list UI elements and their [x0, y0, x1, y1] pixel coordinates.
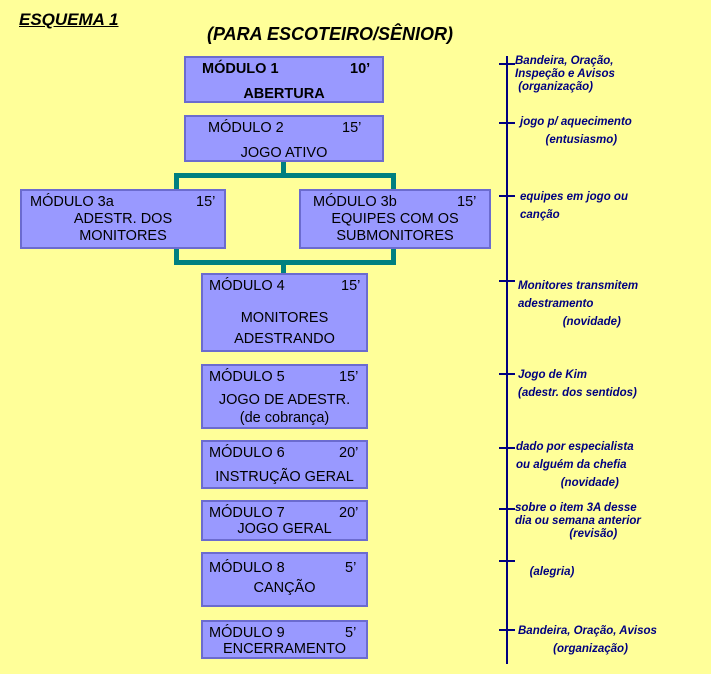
- module-7-minutes: 20’: [339, 505, 359, 521]
- module-3b-box: MÓDULO 3b 15’ EQUIPES COM OS SUBMONITORES: [299, 189, 491, 249]
- module-2-box: MÓDULO 2 15’ JOGO ATIVO: [184, 115, 384, 162]
- module-3a-minutes: 15’: [196, 194, 216, 210]
- timeline-tick: [499, 63, 515, 65]
- page-subtitle: (PARA ESCOTEIRO/SÊNIOR): [207, 24, 454, 44]
- module-3a-box: MÓDULO 3a 15’ ADESTR. DOS MONITORES: [20, 189, 226, 249]
- module-6-box: MÓDULO 6 20’ INSTRUÇÃO GERAL: [201, 440, 368, 489]
- timeline-axis: [506, 56, 508, 664]
- module-6-minutes: 20’: [339, 445, 359, 461]
- module-9-title: ENCERRAMENTO: [223, 641, 346, 657]
- module-8-box: MÓDULO 8 5’ CANÇÃO: [201, 552, 368, 607]
- module-8-minutes: 5’: [345, 560, 357, 576]
- module-3b-label: MÓDULO 3b: [313, 194, 397, 210]
- module-7-title: JOGO GERAL: [237, 521, 332, 537]
- connector-4-up: [281, 260, 286, 275]
- note-module-2: jogo p/ aquecimento (entusiasmo): [520, 116, 632, 146]
- module-8-label: MÓDULO 8: [209, 560, 285, 576]
- timeline-tick: [499, 629, 515, 631]
- module-3b-minutes: 15’: [457, 194, 477, 210]
- connector-left-up: [174, 248, 179, 264]
- module-2-label: MÓDULO 2: [208, 120, 284, 136]
- module-1-label: MÓDULO 1: [202, 61, 279, 77]
- timeline-tick: [499, 280, 515, 282]
- timeline-tick: [499, 373, 515, 375]
- module-6-label: MÓDULO 6: [209, 445, 285, 461]
- note-module-1: Bandeira, Oração,Inspeção e Avisos (orga…: [515, 55, 615, 93]
- module-3a-label: MÓDULO 3a: [30, 194, 114, 210]
- module-1-box: MÓDULO 1 10’ ABERTURA: [184, 56, 384, 103]
- timeline-tick: [499, 122, 515, 124]
- connector-right-up: [391, 248, 396, 264]
- timeline-tick: [499, 195, 515, 197]
- module-4-title: MONITORES ADESTRANDO: [234, 310, 335, 347]
- connector-2-down: [281, 161, 286, 177]
- module-9-minutes: 5’: [345, 625, 357, 641]
- module-3a-title: ADESTR. DOS MONITORES: [73, 211, 173, 244]
- module-8-title: CANÇÃO: [253, 580, 316, 596]
- timeline-tick: [499, 447, 515, 449]
- connector-left-down: [174, 173, 179, 191]
- note-module-5: Jogo de Kim(adestr. dos sentidos): [518, 369, 637, 399]
- module-1-minutes: 10’: [350, 61, 371, 77]
- connector-split-bar: [174, 173, 396, 178]
- module-2-minutes: 15’: [342, 120, 362, 136]
- module-5-minutes: 15’: [339, 369, 359, 385]
- module-5-title: JOGO DE ADESTR. (de cobrança): [218, 392, 351, 426]
- module-4-minutes: 15’: [341, 278, 361, 294]
- module-1-title: ABERTURA: [243, 86, 325, 102]
- note-module-9: Bandeira, Oração, Avisos (organização): [518, 625, 657, 655]
- module-4-label: MÓDULO 4: [209, 278, 285, 294]
- module-5-label: MÓDULO 5: [209, 369, 285, 385]
- module-3b-title: EQUIPES COM OS SUBMONITORES: [331, 211, 459, 244]
- timeline-tick: [499, 508, 515, 510]
- page-title: ESQUEMA 1: [19, 10, 119, 29]
- timeline-tick: [499, 560, 515, 562]
- connector-right-down: [391, 173, 396, 191]
- module-6-title: INSTRUÇÃO GERAL: [215, 469, 354, 485]
- module-7-box: MÓDULO 7 20’ JOGO GERAL: [201, 500, 368, 541]
- module-5-box: MÓDULO 5 15’ JOGO DE ADESTR. (de cobrança…: [201, 364, 368, 429]
- module-9-box: MÓDULO 9 5’ ENCERRAMENTO: [201, 620, 368, 659]
- module-2-title: JOGO ATIVO: [240, 145, 328, 161]
- module-7-label: MÓDULO 7: [209, 505, 285, 521]
- module-4-box: MÓDULO 4 15’ MONITORES ADESTRANDO: [201, 273, 368, 352]
- module-9-label: MÓDULO 9: [209, 625, 285, 641]
- note-module-8: (alegria): [520, 566, 575, 578]
